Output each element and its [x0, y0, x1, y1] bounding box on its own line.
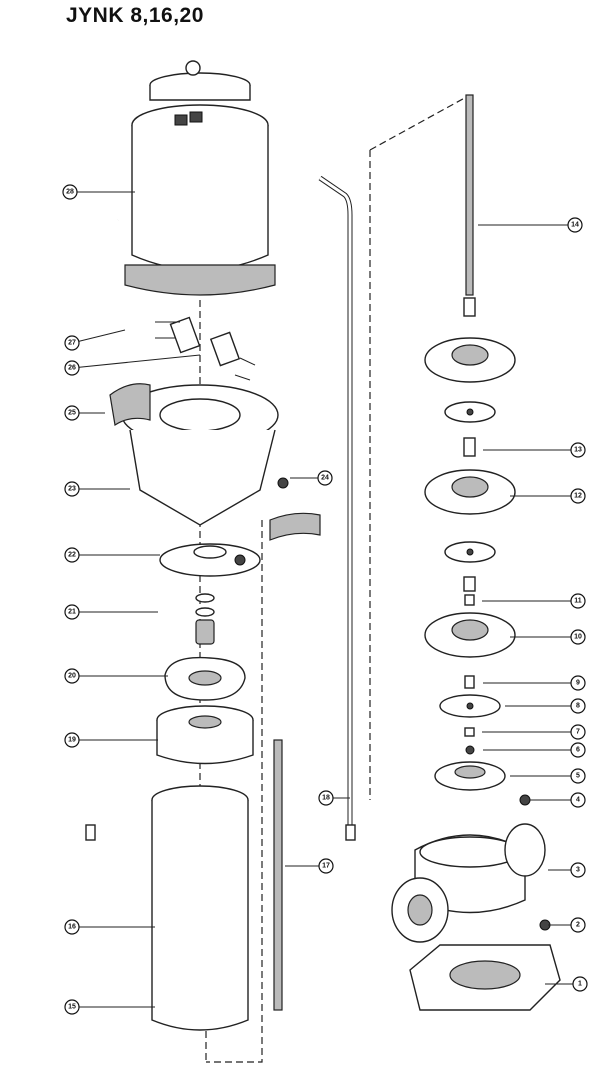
callout-label: 12	[574, 493, 582, 500]
callout-5: 5	[510, 768, 586, 784]
callout-circle	[64, 360, 80, 376]
callout-label: 7	[576, 729, 580, 736]
callout-18: 18	[318, 790, 350, 806]
callout-circle	[567, 217, 583, 233]
callout-circle	[570, 442, 586, 458]
callout-circle	[570, 698, 586, 714]
callout-label: 21	[68, 609, 76, 616]
leader-line	[71, 329, 126, 344]
callout-label: 18	[322, 795, 330, 802]
callout-20: 20	[64, 668, 168, 684]
callout-label: 9	[576, 680, 580, 687]
callout-label: 4	[576, 797, 580, 804]
callout-label: 2	[576, 922, 580, 929]
callout-label: 10	[574, 634, 582, 641]
pump-casing	[391, 823, 551, 943]
upper-cover	[159, 543, 261, 577]
callout-circle	[62, 184, 78, 200]
callout-25: 25	[64, 405, 105, 421]
callout-2: 2	[548, 917, 586, 933]
callout-label: 13	[574, 447, 582, 454]
callout-3: 3	[548, 862, 586, 878]
callout-label: 15	[68, 1004, 76, 1011]
callout-28: 28	[62, 184, 135, 200]
callout-circle	[570, 675, 586, 691]
callout-16: 16	[64, 919, 155, 935]
callout-21: 21	[64, 604, 158, 620]
callout-9: 9	[483, 675, 586, 691]
callout-circle	[64, 999, 80, 1015]
callout-10: 10	[510, 629, 586, 645]
diagram-title: JYNK 8,16,20	[66, 4, 204, 27]
callout-19: 19	[64, 732, 158, 748]
callout-label: 8	[576, 703, 580, 710]
callout-circle	[64, 405, 80, 421]
callout-circle	[64, 547, 80, 563]
callout-label: 1	[578, 981, 582, 988]
callout-1: 1	[545, 976, 588, 992]
callout-circle	[570, 768, 586, 784]
pump-stages	[424, 337, 531, 806]
callout-circle	[64, 481, 80, 497]
callout-14: 14	[478, 217, 583, 233]
callout-label: 16	[68, 924, 76, 931]
callout-label: 25	[68, 410, 76, 417]
motor-bracket	[109, 383, 321, 541]
callout-circle	[570, 629, 586, 645]
callout-circle	[64, 732, 80, 748]
callout-circle	[570, 862, 586, 878]
callout-circle	[570, 742, 586, 758]
callout-label: 11	[574, 598, 582, 605]
motor	[124, 60, 276, 296]
stud-rod	[273, 739, 283, 1011]
callout-circle	[317, 470, 333, 486]
callout-circle	[570, 917, 586, 933]
callout-12: 12	[510, 488, 586, 504]
callout-15: 15	[64, 999, 155, 1015]
callout-label: 6	[576, 747, 580, 754]
callout-6: 6	[483, 742, 586, 758]
callout-22: 22	[64, 547, 160, 563]
callout-17: 17	[285, 858, 334, 874]
callout-label: 19	[68, 737, 76, 744]
callout-circle	[64, 668, 80, 684]
callout-circle	[64, 604, 80, 620]
callout-label: 20	[68, 673, 76, 680]
terminal-block	[155, 316, 256, 381]
callout-4: 4	[530, 792, 586, 808]
callout-circle	[570, 724, 586, 740]
callout-circle	[318, 858, 334, 874]
pump-shaft	[465, 94, 474, 296]
callout-circle	[318, 790, 334, 806]
callout-label: 14	[571, 222, 579, 229]
callout-label: 24	[321, 475, 329, 482]
callout-24: 24	[290, 470, 333, 486]
callout-circle	[572, 976, 588, 992]
callout-label: 28	[66, 189, 74, 196]
callout-label: 5	[576, 773, 580, 780]
callout-23: 23	[64, 481, 130, 497]
callout-circle	[570, 488, 586, 504]
callout-8: 8	[505, 698, 586, 714]
callout-7: 7	[482, 724, 586, 740]
callout-circle	[64, 335, 80, 351]
callout-circle	[570, 792, 586, 808]
leader-line	[71, 354, 201, 369]
pump-base	[409, 944, 561, 1011]
callout-11: 11	[482, 593, 586, 609]
callout-label: 26	[68, 365, 76, 372]
callout-label: 22	[68, 552, 76, 559]
callout-circle	[64, 919, 80, 935]
callout-27: 27	[64, 329, 126, 351]
assembly-guide-line	[205, 94, 471, 1063]
callout-circle	[570, 593, 586, 609]
callout-13: 13	[483, 442, 586, 458]
callout-26: 26	[64, 354, 201, 376]
callout-label: 17	[322, 863, 330, 870]
callout-label: 27	[68, 340, 76, 347]
callout-label: 3	[576, 867, 580, 874]
callout-label: 23	[68, 486, 76, 493]
